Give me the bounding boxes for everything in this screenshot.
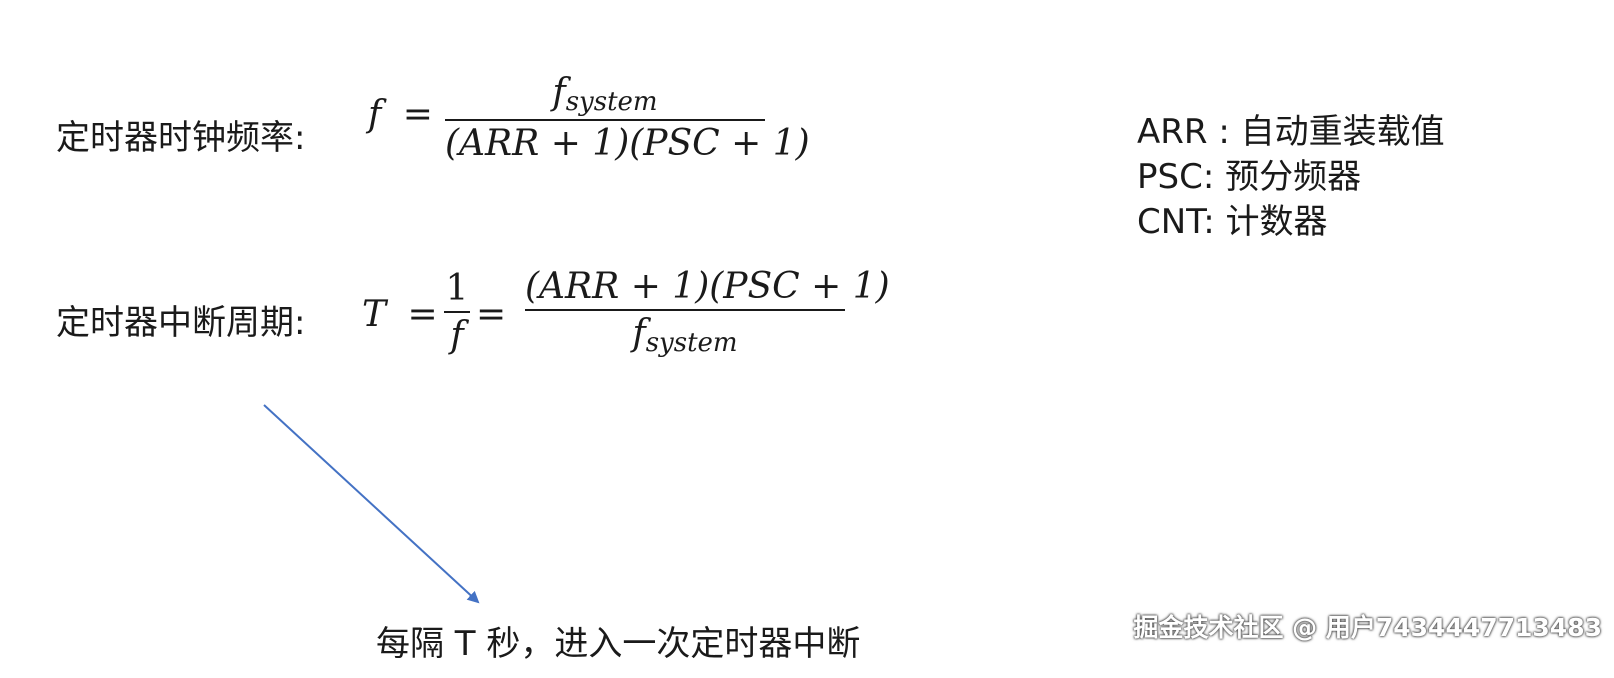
interrupt-period-equals2: = [476, 294, 507, 335]
interrupt-period-label: 定时器中断周期: [56, 303, 306, 343]
clock-frequency-label: 定时器时钟频率: [56, 118, 306, 158]
interrupt-period-equals1: = [407, 294, 438, 335]
fraction-bar [525, 309, 845, 311]
fraction-bar [445, 119, 765, 121]
numerator-f: f [552, 72, 566, 113]
arrow-line [263, 404, 480, 604]
denominator-f: f [632, 313, 646, 354]
clock-frequency-var: f [368, 94, 382, 135]
clock-frequency-lhs: f = [368, 94, 433, 135]
denominator-subscript: system [645, 328, 738, 358]
interrupt-period-fraction: (ARR + 1)(PSC + 1) fsystem [525, 266, 890, 358]
interrupt-period-var: T [362, 294, 387, 335]
interrupt-period-lhs: T = [362, 294, 438, 335]
numerator-subscript: system [565, 87, 658, 117]
clock-frequency-denominator: (ARR + 1)(PSC + 1) [445, 123, 810, 164]
interrupt-annotation: 每隔 T 秒，进入一次定时器中断 [376, 624, 861, 664]
watermark: 掘金技术社区 @ 用户7434447713483 [1133, 613, 1602, 642]
legend-item-arr: ARR : 自动重装载值 [1137, 112, 1445, 152]
legend-item-psc: PSC: 预分频器 [1137, 157, 1362, 197]
clock-frequency-fraction: fsystem (ARR + 1)(PSC + 1) [445, 72, 810, 164]
clock-frequency-equals: = [402, 94, 433, 135]
clock-frequency-numerator: fsystem [445, 72, 765, 117]
reciprocal-denominator: f [450, 315, 464, 356]
reciprocal-numerator: 1 [445, 268, 469, 309]
reciprocal-fraction: 1 f [444, 268, 470, 356]
interrupt-period-numerator: (ARR + 1)(PSC + 1) [525, 266, 890, 307]
interrupt-period-denominator: fsystem [525, 313, 845, 358]
legend-item-cnt: CNT: 计数器 [1137, 202, 1328, 242]
fraction-bar [444, 311, 470, 313]
register-legend: ARR : 自动重装载值 PSC: 预分频器 CNT: 计数器 [1137, 110, 1445, 245]
